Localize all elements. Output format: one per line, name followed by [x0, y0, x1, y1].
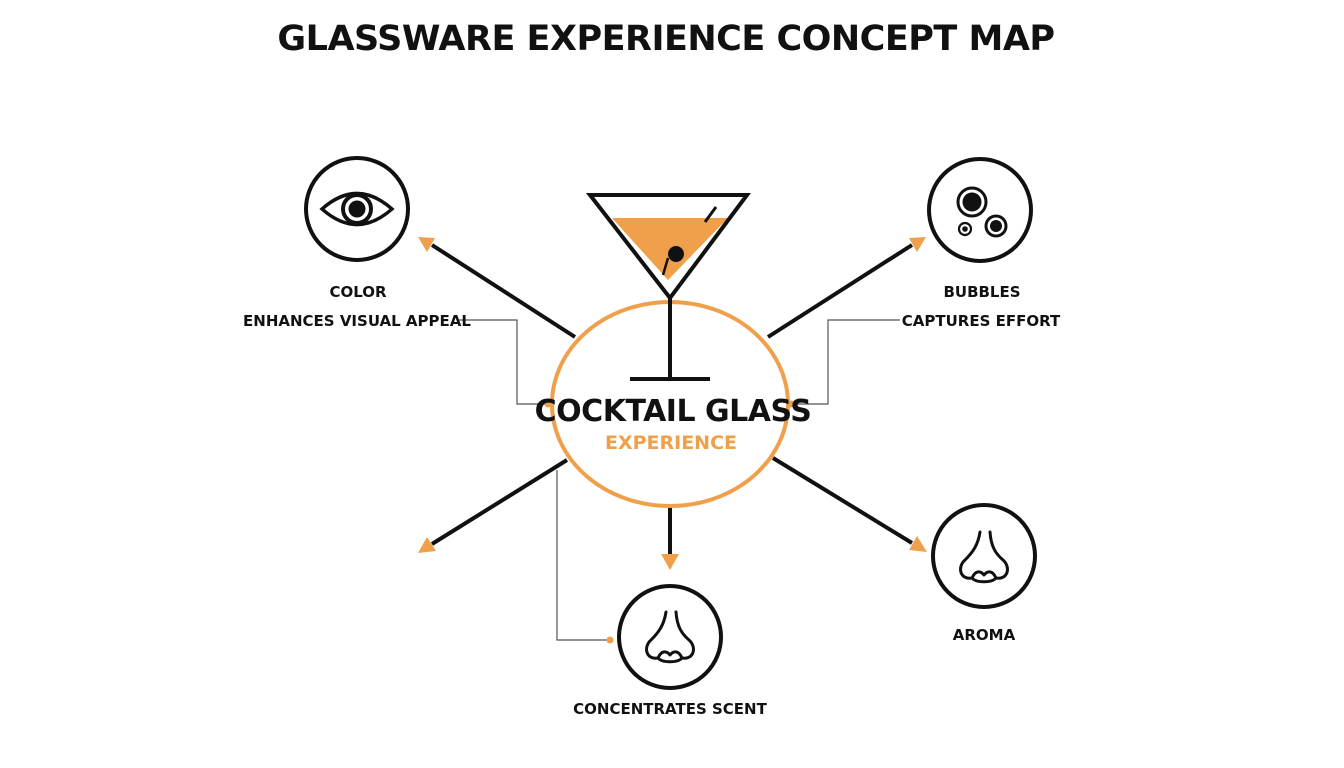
scent-connector-dot [606, 636, 614, 644]
scent-node [617, 584, 723, 690]
arrows [430, 243, 914, 556]
aroma-title: AROMA [953, 626, 1016, 644]
bubbles-connector [791, 319, 900, 405]
color-node [304, 156, 410, 262]
cocktail-glass-icon [585, 193, 751, 381]
eye-icon [319, 191, 395, 227]
aroma-node-circle [931, 503, 1037, 609]
bubbles-icon [956, 186, 1008, 238]
color-description: ENHANCES VISUAL APPEAL [243, 312, 471, 330]
arrow-to-aroma [771, 456, 914, 545]
bubbles-node-circle [927, 157, 1033, 263]
arrowhead-scent [661, 554, 679, 570]
scent-connector [556, 470, 610, 641]
arrowheads [418, 237, 927, 570]
bubbles-title: BUBBLES [943, 283, 1020, 301]
label-connectors [458, 319, 900, 641]
aroma-node [931, 503, 1037, 609]
arrow-to-bubbles [766, 243, 914, 339]
scent-node-circle [617, 584, 723, 690]
nose-icon [959, 530, 1009, 584]
color-connector-dot [544, 400, 552, 408]
arrowhead-bubbles [909, 237, 926, 252]
diagram-title: GLASSWARE EXPERIENCE CONCEPT MAP [277, 19, 1054, 59]
bubbles-node [927, 157, 1033, 263]
arrow-to-color [430, 243, 577, 339]
color-connector [458, 319, 548, 405]
center-title: COCKTAIL GLASS [535, 394, 812, 429]
nose-icon [645, 610, 695, 664]
arrowhead-lower-left [418, 537, 436, 553]
arrowhead-color [418, 237, 435, 252]
arrowhead-aroma [909, 536, 927, 552]
bubbles-description: CAPTURES EFFORT [902, 312, 1061, 330]
arrow-to-lower-left [430, 458, 569, 546]
center-subtitle: EXPERIENCE [605, 432, 737, 454]
color-title: COLOR [329, 283, 387, 301]
scent-description: CONCENTRATES SCENT [573, 700, 767, 718]
